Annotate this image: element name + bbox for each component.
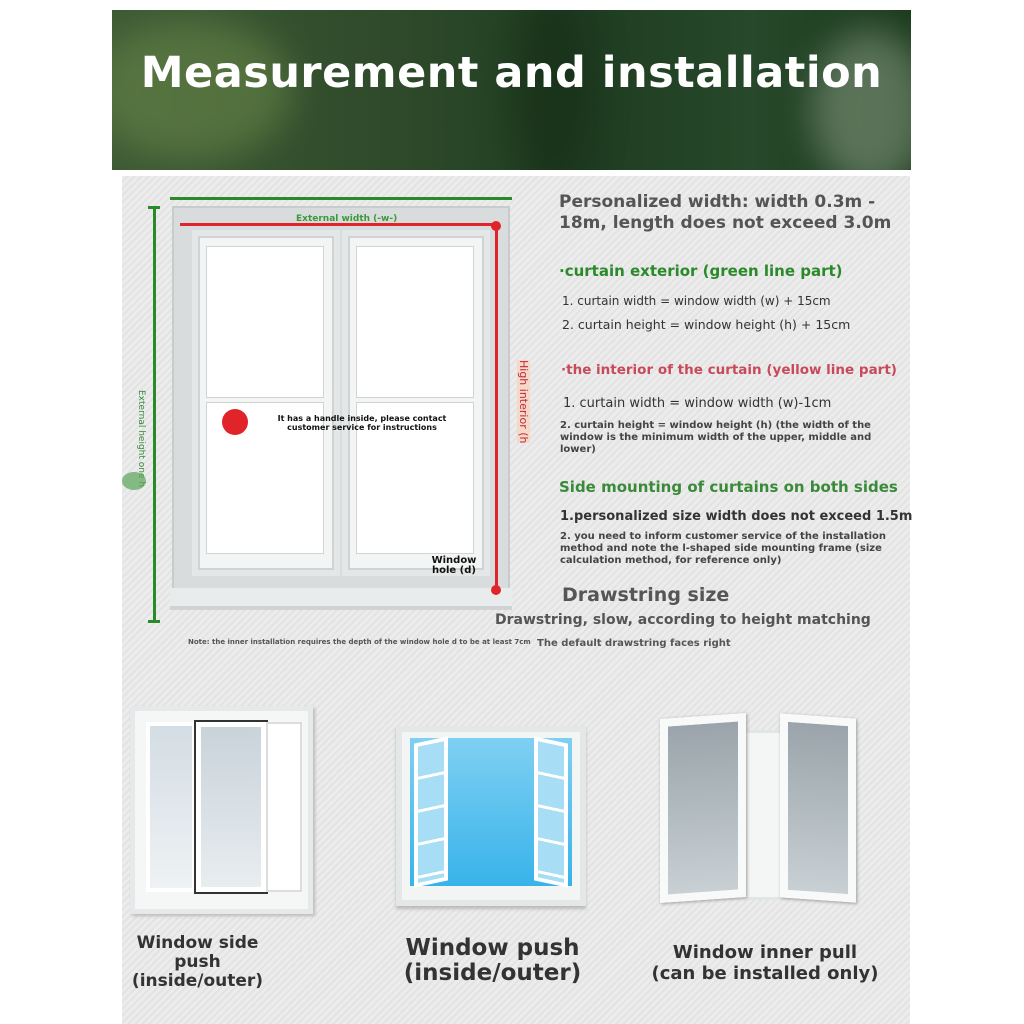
interior-title: ·the interior of the curtain (yellow lin… xyxy=(561,362,897,378)
leaf-icon xyxy=(122,472,146,490)
handle-marker-icon xyxy=(222,409,248,435)
installation-note: Note: the inner installation requires th… xyxy=(188,638,531,646)
exterior-item: 2. curtain height = window height (h) + … xyxy=(562,317,851,332)
type-label: Window push (inside/outer) xyxy=(403,935,582,986)
side-mount-title: Side mounting of curtains on both sides xyxy=(559,478,898,496)
high-interior-label: High interior (h xyxy=(517,360,530,444)
type-label: Window side push (inside/outer) xyxy=(131,933,264,991)
side-item: 2. you need to inform customer service o… xyxy=(560,531,887,566)
interior-height-line xyxy=(495,224,498,590)
interior-width-line xyxy=(180,223,498,226)
handle-note: It has a handle inside, please contact c… xyxy=(277,414,447,432)
header-banner: Measurement and installation xyxy=(112,10,911,170)
interior-item: 2. curtain height = window height (h) (t… xyxy=(560,420,872,455)
interior-item: 1. curtain width = window width (w)-1cm xyxy=(563,396,832,411)
drawstring-subtitle: Drawstring, slow, according to height ma… xyxy=(495,612,871,628)
exterior-title: ·curtain exterior (green line part) xyxy=(559,262,843,280)
drawstring-default: The default drawstring faces right xyxy=(537,638,731,649)
type-label: Window inner pull (can be installed only… xyxy=(651,942,879,984)
external-height-line xyxy=(153,206,156,622)
external-width-line xyxy=(170,197,512,200)
personalized-width: Personalized width: width 0.3m - 18m, le… xyxy=(559,192,892,233)
window-hole-label: Window hole (d) xyxy=(431,555,477,576)
window-frame xyxy=(172,206,510,610)
page-title: Measurement and installation xyxy=(140,48,883,98)
external-width-label: External width (-w-) xyxy=(296,214,398,224)
exterior-item: 1. curtain width = window width (w) + 15… xyxy=(562,294,831,308)
side-item: 1.personalized size width does not excee… xyxy=(560,509,913,524)
drawstring-title: Drawstring size xyxy=(562,584,730,606)
